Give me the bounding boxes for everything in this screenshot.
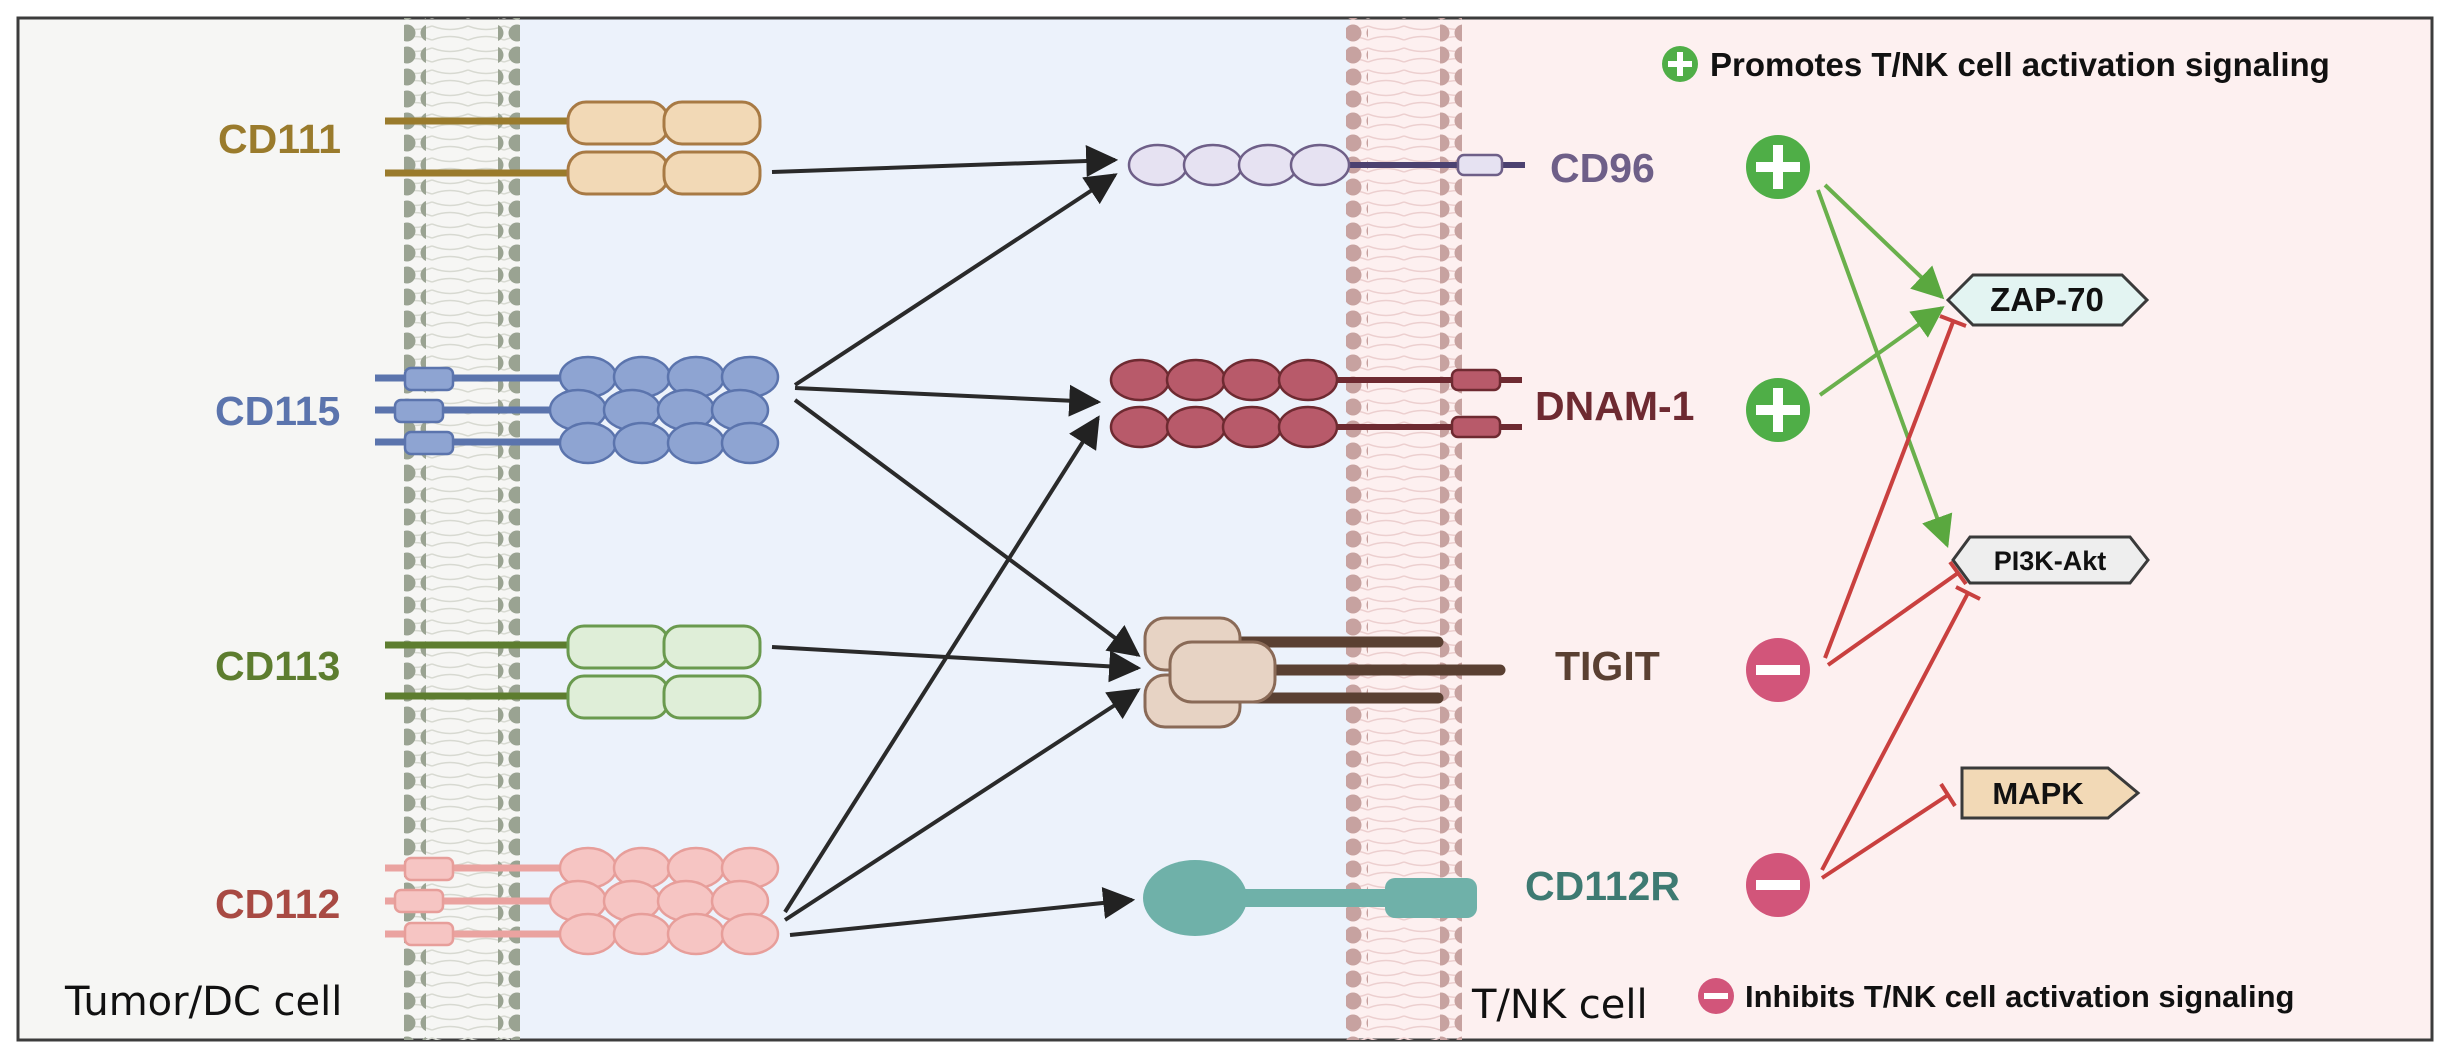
zap70-box: ZAP-70 — [1945, 273, 2150, 327]
tnk-cell-region — [1350, 18, 2432, 1040]
tigit-inhibits-icon — [1746, 638, 1810, 702]
zap70-label: ZAP-70 — [1990, 281, 2104, 318]
arrow-cd113-tigit — [771, 645, 1142, 683]
arrow-cd115-cd96 — [793, 173, 1118, 387]
arrow-cd111-cd96 — [771, 145, 1119, 177]
cd115-protein — [375, 355, 780, 465]
arrow-cd112-cd112r — [789, 887, 1136, 937]
dnam1-label: DNAM-1 — [1535, 383, 1694, 429]
arrow-cd115-dnam1 — [794, 384, 1102, 417]
cd113-label: CD113 — [215, 643, 340, 689]
cd113-protein — [385, 624, 762, 720]
tigit-protein — [1143, 616, 1506, 729]
cd112-protein — [385, 846, 780, 956]
interaction-arrows — [771, 145, 1142, 937]
cd115-label: CD115 — [215, 388, 340, 434]
arrow-dnam1-zap70 — [1818, 306, 1945, 397]
cd112r-inhibits-icon — [1746, 853, 1810, 917]
legend-promotes-text: Promotes T/NK cell activation signaling — [1710, 46, 2330, 83]
arrow-cd96-pi3k — [1816, 189, 1953, 549]
inhibit-tigit-pi3k — [1826, 571, 1960, 667]
cd111-protein — [385, 100, 762, 196]
inhibit-cd112r-mapk — [1820, 793, 1950, 880]
inhibit-cd112r-pi3k — [1820, 592, 1970, 871]
cd96-promotes-icon — [1746, 135, 1810, 199]
dnam1-protein — [1109, 358, 1522, 449]
diagram-frame — [16, 16, 2434, 1042]
cd112r-protein — [1143, 860, 1477, 936]
mapk-label: MAPK — [1992, 776, 2084, 811]
arrow-cd115-tigit — [793, 398, 1141, 657]
arrow-cd112-dnam1 — [783, 415, 1100, 914]
legend-inhibits: Inhibits T/NK cell activation signaling — [1698, 978, 2294, 1014]
cd96-protein — [1127, 143, 1525, 187]
cd112-label: CD112 — [215, 881, 340, 927]
cd112r-label: CD112R — [1525, 863, 1680, 909]
tigit-label: TIGIT — [1555, 643, 1660, 689]
tnk-cell-label: T/NK cell — [1471, 982, 1648, 1028]
mapk-box: MAPK — [1960, 766, 2141, 820]
pi3k-label: PI3K-Akt — [1994, 546, 2107, 576]
cd111-label: CD111 — [218, 116, 341, 162]
pi3k-box: PI3K-Akt — [1951, 535, 2150, 585]
dnam1-promotes-icon — [1746, 378, 1810, 442]
arrow-cd96-zap70 — [1823, 183, 1945, 300]
inhibition-arrows — [1820, 314, 1981, 880]
legend-promotes: Promotes T/NK cell activation signaling — [1662, 46, 2330, 83]
inhibit-tigit-zap70 — [1823, 321, 1955, 659]
legend-inhibits-text: Inhibits T/NK cell activation signaling — [1745, 979, 2294, 1014]
tnk-membrane — [1346, 18, 1462, 1040]
activation-arrows — [1816, 183, 1953, 549]
cd96-label: CD96 — [1550, 145, 1655, 191]
arrow-cd112-tigit — [783, 688, 1141, 922]
tumor-cell-label: Tumor/DC cell — [64, 979, 342, 1025]
